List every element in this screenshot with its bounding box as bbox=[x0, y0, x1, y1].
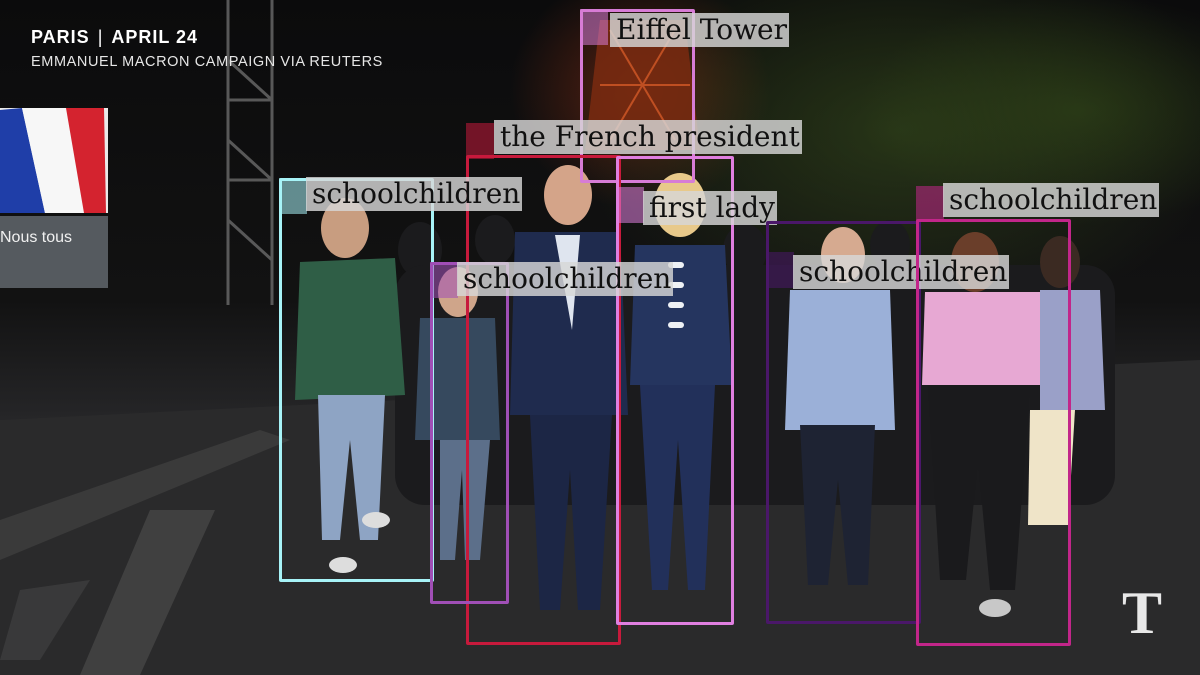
annotation-label-schoolchildren-1: schoolchildren bbox=[306, 177, 523, 211]
annotation-box-first-lady bbox=[616, 156, 734, 625]
dateline-separator: | bbox=[97, 27, 104, 47]
annotation-box-eiffel-tower bbox=[580, 9, 695, 183]
annotation-box-schoolchildren-2 bbox=[430, 262, 509, 604]
annotation-box-schoolchildren-4 bbox=[916, 186, 1071, 646]
annotation-label-president: the French president bbox=[494, 120, 802, 154]
dateline: PARIS | APRIL 24 bbox=[31, 27, 198, 48]
dateline-city: PARIS bbox=[31, 27, 90, 47]
annotation-label-first-lady: first lady bbox=[643, 191, 777, 225]
annotation-label-schoolchildren-2: schoolchildren bbox=[457, 262, 674, 296]
nyt-logo-icon: T bbox=[1121, 580, 1163, 646]
annotation-label-eiffel-tower: Eiffel Tower bbox=[610, 13, 789, 47]
annotation-label-schoolchildren-4: schoolchildren bbox=[943, 183, 1160, 217]
photo-credit: EMMANUEL MACRON CAMPAIGN VIA REUTERS bbox=[31, 54, 383, 70]
annotation-box-schoolchildren-1 bbox=[279, 178, 434, 582]
annotation-label-schoolchildren-3: schoolchildren bbox=[793, 255, 1010, 289]
background-screen-text: Nous tous bbox=[0, 229, 73, 246]
annotation-box-president bbox=[466, 123, 621, 645]
annotation-box-schoolchildren-3 bbox=[766, 221, 921, 624]
dateline-date: APRIL 24 bbox=[111, 27, 199, 47]
